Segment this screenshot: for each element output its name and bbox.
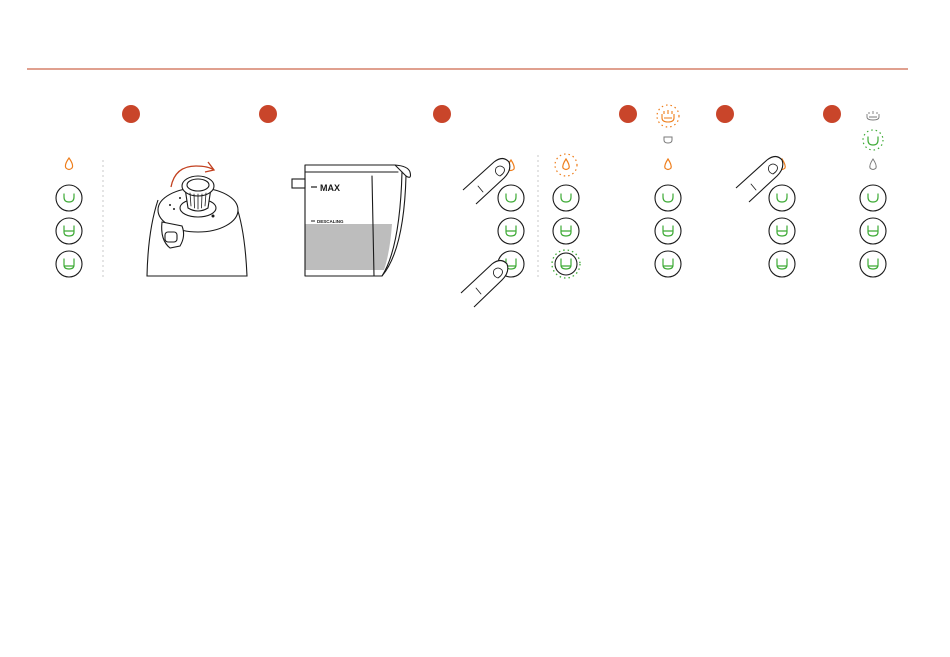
step-4-marker	[619, 105, 637, 123]
large-cup-button	[860, 251, 886, 277]
water-drop-icon	[563, 159, 569, 170]
step-6-press-button	[736, 157, 795, 278]
espresso-button	[769, 185, 795, 211]
lungo-button	[553, 218, 579, 244]
espresso-button	[498, 185, 524, 211]
water-drop-icon	[665, 159, 671, 170]
water-drop-icon	[870, 159, 876, 170]
step-4-press-buttons	[461, 159, 524, 308]
step-3-marker	[433, 105, 451, 123]
water-drop-blink	[555, 154, 577, 176]
descaling-blink	[657, 105, 679, 127]
lungo-button	[655, 218, 681, 244]
large-cup-button	[56, 251, 82, 277]
descaling-level-label: DESCALING	[317, 219, 344, 224]
step-6-marker	[823, 105, 841, 123]
finger-press-icon	[461, 261, 508, 308]
descaling-icon	[662, 110, 674, 122]
espresso-button	[860, 185, 886, 211]
step-3-water-tank-illustration: MAX DESCALING	[292, 165, 411, 276]
step-5-marker	[716, 105, 734, 123]
espresso-cup-icon	[664, 137, 672, 143]
lungo-button	[498, 218, 524, 244]
lungo-button	[860, 218, 886, 244]
step-5-status-panel	[655, 105, 681, 277]
step-1-panel	[56, 158, 82, 277]
espresso-button	[56, 185, 82, 211]
lungo-button	[769, 218, 795, 244]
step-2-marker	[259, 105, 277, 123]
large-cup-button-blinking	[552, 250, 580, 278]
water-drop-icon	[65, 158, 72, 170]
step-markers	[122, 105, 841, 123]
lungo-button	[56, 218, 82, 244]
large-cup-button	[769, 251, 795, 277]
step-4-status-panel	[552, 154, 580, 278]
espresso-cup-icon	[868, 137, 878, 145]
step-1-marker	[122, 105, 140, 123]
step-6-status-panel	[860, 111, 886, 277]
large-cup-button	[655, 251, 681, 277]
step-2-machine-illustration	[147, 162, 247, 276]
espresso-button	[655, 185, 681, 211]
descaling-icon	[867, 111, 879, 120]
espresso-blink	[863, 130, 883, 150]
espresso-button	[553, 185, 579, 211]
max-level-label: MAX	[320, 183, 340, 193]
